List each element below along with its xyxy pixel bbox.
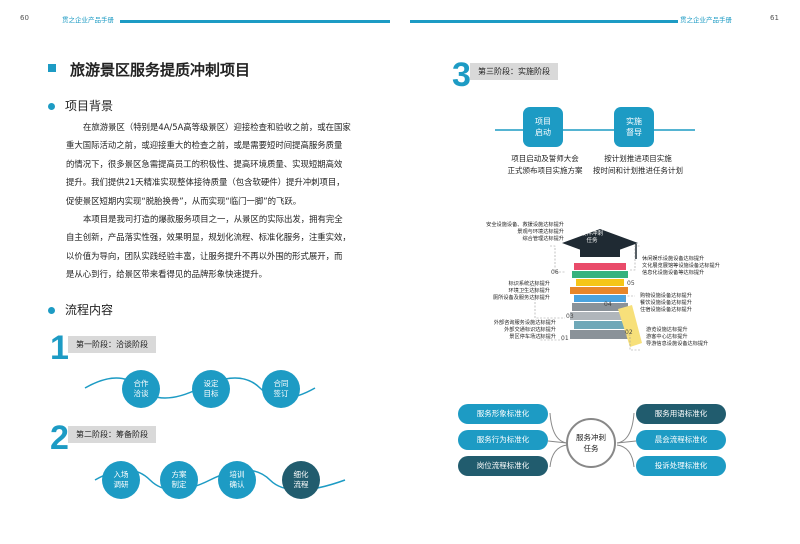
hardware-item: 综合管理达标提升 xyxy=(522,236,564,242)
section-background: 项目背景 xyxy=(48,97,113,114)
hardware-num-05: 05 xyxy=(627,280,635,287)
step-label: 培训 确认 xyxy=(229,470,245,489)
hardware-right-mid: 购物设施设备达标提升 餐饮设施设备达标提升 住宿设施设备达标提升 xyxy=(640,293,692,314)
stage-2-step-3: 培训 确认 xyxy=(218,461,256,499)
hardware-item: 游客中心达标提升 xyxy=(646,334,688,340)
hardware-item: 导游信息设施设备达标提升 xyxy=(646,341,709,347)
service-center-label: 服务冲刺 任务 xyxy=(576,433,606,453)
hardware-item: 住宿设施设备达标提升 xyxy=(640,307,692,313)
left-page-number: 60 xyxy=(20,14,29,22)
section-process: 流程内容 xyxy=(48,301,113,318)
service-pill-left-3: 岗位流程标准化 xyxy=(458,456,548,476)
hardware-num-04: 04 xyxy=(604,301,612,308)
hardware-num-02: 02 xyxy=(625,329,633,336)
stage-3-number: 3 xyxy=(452,56,471,94)
paragraph-1: 在旅游景区（特别是4A/5A高等级景区）迎接检查和验收之前，或在国家 重大国际活… xyxy=(66,118,386,210)
stage-2-label: 第二阶段：筹备阶段 xyxy=(68,426,156,443)
hardware-item: 信息化设施设备等达标提升 xyxy=(642,270,705,276)
hardware-right-bottom: 游览设施达标提升 游客中心达标提升 导游信息设施设备达标提升 xyxy=(646,327,708,348)
stage-1-step-2: 设定 目标 xyxy=(192,370,230,408)
step-label: 方案 制定 xyxy=(171,470,187,489)
stage-1-number: 1 xyxy=(50,329,69,367)
stage-3-box-1: 项目 启动 xyxy=(523,107,563,147)
hardware-item: 景观与环境达标提升 xyxy=(517,229,564,235)
hardware-connectors xyxy=(530,245,640,351)
box-label: 项目 启动 xyxy=(535,117,551,137)
service-pill-left-1: 服务形象标准化 xyxy=(458,404,548,424)
hardware-item: 游览设施达标提升 xyxy=(646,327,688,333)
paragraph-line: 自主创新，产品落实性强，效果明显，规划化流程、标准化服务，注重实效， xyxy=(66,232,351,243)
service-connectors xyxy=(547,412,637,468)
paragraph-line: 本项目是我司打造的爆款服务项目之一，从景区的实际出发，拥有完全 xyxy=(83,214,343,224)
hardware-num-03: 03 xyxy=(566,313,574,320)
hardware-num-06: 06 xyxy=(551,269,559,276)
hardware-item: 购物设施设备达标提升 xyxy=(640,293,692,299)
paragraph-line: 提升。我们提供21天精准实现整体接待质量（包含软硬件）提升冲刺项目， xyxy=(66,177,345,188)
hardware-left-top: 安全设施设备、救援设施达标提升 景观与环境达标提升 综合管理达标提升 xyxy=(454,222,564,243)
stage-3-label: 第三阶段：实施阶段 xyxy=(470,63,558,80)
stage-2-step-1: 入场 调研 xyxy=(102,461,140,499)
stage-1-label: 第一阶段：洽谈阶段 xyxy=(68,336,156,353)
hardware-item: 餐饮设施设备达标提升 xyxy=(640,300,692,306)
step-label: 细化 流程 xyxy=(293,470,309,489)
hardware-item: 安全设施设备、救援设施达标提升 xyxy=(486,222,564,228)
stage-1-step-3: 合同 签订 xyxy=(262,370,300,408)
paragraph-2: 本项目是我司打造的爆款服务项目之一，从景区的实际出发，拥有完全 自主创新，产品落… xyxy=(66,210,386,284)
paragraph-line: 在旅游景区（特别是4A/5A高等级景区）迎接检查和验收之前，或在国家 xyxy=(83,122,351,132)
paragraph-line: 以价值为导向，团队实践经验丰富，让服务提升不再以外围的形式展开，而 xyxy=(66,250,343,261)
step-label: 合作 洽谈 xyxy=(133,379,149,398)
stage-3-connector xyxy=(495,129,695,131)
service-pill-right-1: 服务用语标准化 xyxy=(636,404,726,424)
hardware-item: 景区停车场达标提升 xyxy=(509,334,556,340)
step-label: 合同 签订 xyxy=(273,379,289,398)
stage-2-number: 2 xyxy=(50,419,69,457)
service-pill-left-2: 服务行为标准化 xyxy=(458,430,548,450)
box-label: 实施 督导 xyxy=(626,117,642,137)
left-header-title: 贯之企业产品手册 xyxy=(62,16,114,24)
section-dot xyxy=(48,307,55,314)
hardware-item: 休闲娱乐设施设备达标提升 xyxy=(642,256,705,262)
paragraph-line: 是从心到行，给景区带来看得见的品牌形象快速提升。 xyxy=(66,269,267,280)
hardware-item: 环境卫生达标提升 xyxy=(508,288,550,294)
stage-2-step-2: 方案 制定 xyxy=(160,461,198,499)
stage-3-caption-1: 项目启动及誓师大会 正式颁布项目实施方案 xyxy=(495,153,595,177)
right-header-bar xyxy=(410,20,678,23)
stage-2-step-4: 细化 流程 xyxy=(282,461,320,499)
title-marker xyxy=(48,64,56,72)
hardware-right-top: 休闲娱乐设施设备达标提升 文化展览展馆等设施设备达标提升 信息化设施设备等达标提… xyxy=(642,256,720,277)
stage-3-box-2: 实施 督导 xyxy=(614,107,654,147)
hardware-item: 文化展览展馆等设施设备达标提升 xyxy=(642,263,720,269)
hardware-cap-label: 硬件冲刺 任务 xyxy=(580,231,603,244)
section-dot xyxy=(48,103,55,110)
step-label: 设定 目标 xyxy=(203,379,219,398)
right-header-title: 贯之企业产品手册 xyxy=(680,16,732,24)
paragraph-line: 的情况下，很多景区急需提高员工的积极性、提高环境质量、实现短期高效 xyxy=(66,158,343,169)
hardware-num-01: 01 xyxy=(561,335,569,342)
hardware-item: 外部交通标识达标提升 xyxy=(504,327,556,333)
caption-text: 项目启动及誓师大会 正式颁布项目实施方案 xyxy=(507,154,583,175)
page-title: 旅游景区服务提质冲刺项目 xyxy=(70,61,251,79)
hardware-item: 外部咨询服务设施达标提升 xyxy=(493,320,556,326)
paragraph-line: 重大国际活动之前，或迎接重大的检查之前，或是需要短时间提高服务质量 xyxy=(66,140,343,151)
stage-3-caption-2: 按计划推进项目实施 按时间和计划推进任务计划 xyxy=(582,153,694,177)
paragraph-line: 促使景区短期内实现“脱胎换骨”，从而实现“临门一脚”的飞跃。 xyxy=(66,195,302,206)
hardware-left-bottom: 外部咨询服务设施达标提升 外部交通标识达标提升 景区停车场达标提升 xyxy=(446,320,556,341)
hardware-item: 厕所设备及服务达标提升 xyxy=(492,295,550,301)
service-pill-right-2: 晨会流程标准化 xyxy=(636,430,726,450)
book-stack-graphic xyxy=(562,229,642,347)
left-header-bar xyxy=(120,20,390,23)
step-label: 入场 调研 xyxy=(113,470,129,489)
right-page-number: 61 xyxy=(770,14,779,22)
caption-text: 按计划推进项目实施 按时间和计划推进任务计划 xyxy=(593,154,683,175)
hardware-item: 标识系统达标提升 xyxy=(508,281,550,287)
hardware-left-mid: 标识系统达标提升 环境卫生达标提升 厕所设备及服务达标提升 xyxy=(440,281,550,302)
section-background-title: 项目背景 xyxy=(65,99,114,113)
section-process-title: 流程内容 xyxy=(65,303,114,317)
service-center: 服务冲刺 任务 xyxy=(566,418,616,468)
stage-1-step-1: 合作 洽谈 xyxy=(122,370,160,408)
service-pill-right-3: 投诉处理标准化 xyxy=(636,456,726,476)
